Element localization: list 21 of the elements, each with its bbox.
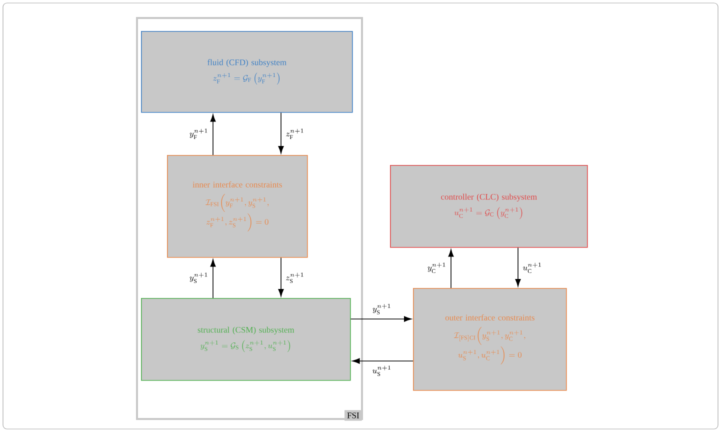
arrow: [210, 114, 216, 156]
edge-label: $u_{\mathrm{S}}^{n+1}$: [370, 364, 394, 378]
arrow: [278, 257, 284, 297]
arrow: [515, 247, 521, 287]
edge-label: $u_{\mathrm{C}}^{n+1}$: [521, 261, 544, 275]
arrow: [352, 358, 414, 364]
subsystem-box: fluid (CFD) subsystem $z_{\mathrm{F}}^{n+1} = \mathcal{G}_{\mathrm{F}}\left(y_{\mathrm{F}}^{n+1}\right)$: [141, 31, 353, 113]
constraint-box: inner interface constraints $\mathcal{I}_{\mathrm{FSI}}\Bigl(y_{\mathrm{F}}^{n+1}, y_{\mathrm{S}}^{n+1}, \allowbreak z_{\mathrm{F}}^{n+1}, z_{\mathrm{S}}^{n+1}\Bigr) = 0$: [167, 155, 308, 258]
arrow: [448, 249, 454, 288]
arrow: [278, 112, 284, 154]
subsystem-box: structural (CSM) subsystem $y_{\mathrm{S}}^{n+1} = \mathcal{G}_{\mathrm{S}}\left(z_{\mathrm{S}}^{n+1}, u_{\mathrm{S}}^{n+1}\right)$: [141, 298, 351, 381]
edge-label: $y_{\mathrm{F}}^{n+1}$: [188, 127, 210, 140]
arrow: [210, 259, 216, 298]
edge-label: $z_{\mathrm{S}}^{n+1}$: [284, 271, 306, 285]
arrow: [350, 316, 412, 322]
edge-label: $y_{\mathrm{S}}^{n+1}$: [188, 271, 210, 285]
edge-label: $z_{\mathrm{F}}^{n+1}$: [284, 127, 306, 140]
constraint-box: outer interface constraints $\mathcal{I}_{[\mathrm{FS}]\mathrm{CI}}\Bigl(y_{\mathrm{S}}^{n+1}, y_{\mathrm{C}}^{n+1}, \allowbreak u_{\mathrm{S}}^{n+1}, u_{\mathrm{C}}^{n+1}\Bigr) = 0$: [413, 288, 567, 391]
subsystem-box: controller (CLC) subsystem $u_{\mathrm{C}}^{n+1} = \mathcal{G}_{\mathrm{C}}\left(y_{\mathrm{C}}^{n+1}\right)$: [390, 165, 588, 248]
edge-label: $y_{\mathrm{C}}^{n+1}$: [426, 261, 448, 275]
edge-label: $y_{\mathrm{S}}^{n+1}$: [370, 302, 393, 316]
